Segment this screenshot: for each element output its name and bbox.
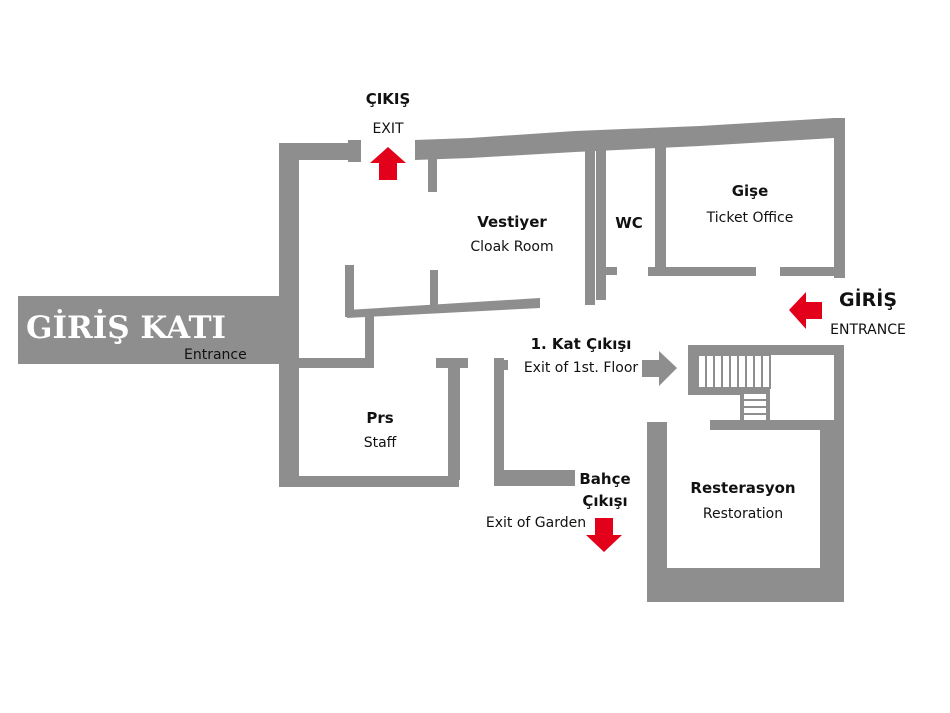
exit-top-title: ÇIKIŞ: [366, 90, 411, 108]
wall-north-right: [415, 118, 834, 160]
first-floor-exit-title: 1. Kat Çıkışı: [531, 335, 632, 353]
wall-north-left: [279, 143, 361, 160]
floor-banner: GİRİŞ KATI Entrance: [18, 296, 280, 364]
wall-staff-north: [297, 358, 374, 368]
wall-cloak-stub: [428, 156, 437, 192]
wall-cloak-mid-stub: [430, 270, 438, 312]
wall-ticket-south: [648, 267, 756, 276]
wall-restoration-west: [647, 422, 667, 602]
floor-banner-bg: [18, 296, 280, 364]
wall-wc-west: [596, 150, 606, 300]
wall-stair-west: [688, 345, 698, 395]
exit-top-subtitle: EXIT: [372, 121, 404, 137]
stair-upper-flight: [697, 354, 771, 389]
wall-north-left-cap: [348, 140, 361, 162]
wall-cloak-south: [347, 298, 540, 318]
arrow-right-icon: [642, 351, 677, 386]
wall-restoration-east: [820, 425, 844, 600]
wall-south-mid: [494, 470, 575, 486]
wall-west: [279, 143, 299, 486]
garden-exit-subtitle: Exit of Garden: [486, 515, 586, 531]
wall-staff-east: [448, 362, 460, 480]
arrow-up-icon: [370, 147, 406, 180]
arrow-down-icon: [586, 518, 622, 552]
garden-exit-title-1: Bahçe: [579, 470, 630, 488]
arrow-left-icon: [789, 292, 822, 329]
room-cloak-name-en: Cloak Room: [470, 239, 553, 255]
stairs: [697, 354, 771, 422]
room-restoration-name: Resterasyon: [690, 479, 795, 497]
wall-south-west: [279, 476, 459, 487]
wall-ticket-west: [655, 145, 666, 275]
room-staff-name-en: Staff: [364, 435, 397, 451]
wall-ticket-south-right: [780, 267, 840, 276]
room-restoration-name-en: Restoration: [703, 506, 783, 522]
wall-east-upper: [834, 118, 845, 278]
wall-corridor-east: [494, 358, 504, 480]
room-cloak-name: Vestiyer: [477, 213, 547, 231]
entrance-title: GİRİŞ: [839, 287, 897, 311]
entrance-subtitle: ENTRANCE: [830, 322, 906, 338]
wall-stair-mid: [688, 388, 770, 395]
floor-title: GİRİŞ KATI: [26, 308, 226, 346]
wall-staff-north-stub: [365, 313, 374, 365]
room-wc-name: WC: [615, 214, 643, 232]
room-staff-name: Prs: [366, 409, 393, 427]
room-ticket-name: Gişe: [732, 182, 769, 200]
wall-stair-north: [688, 345, 838, 355]
wall-cloak-west-stub: [345, 265, 354, 317]
wall-restoration-south: [647, 568, 844, 602]
wall-corridor-cap: [494, 360, 508, 370]
wall-restoration-north: [710, 420, 840, 430]
wall-cloak-east: [585, 150, 595, 305]
floor-subtitle: Entrance: [184, 347, 247, 363]
first-floor-exit-subtitle: Exit of 1st. Floor: [524, 360, 639, 376]
wall-wc-south-stub: [603, 267, 617, 275]
garden-exit-title-2: Çıkışı: [582, 492, 627, 510]
room-ticket-name-en: Ticket Office: [706, 210, 794, 226]
